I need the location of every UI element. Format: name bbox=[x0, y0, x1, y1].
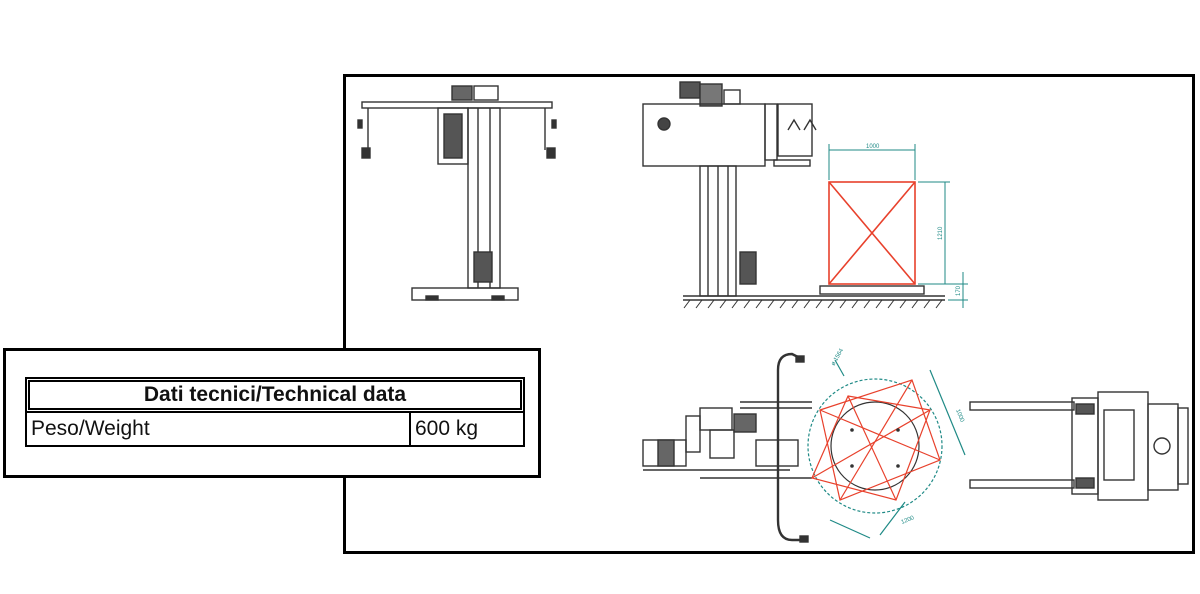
side-view bbox=[642, 81, 945, 309]
dim-pallet-side-b: 1200 bbox=[901, 515, 916, 526]
dim-pallet-width: 1000 bbox=[866, 144, 880, 150]
dim-diagonal: ø 1564 bbox=[831, 347, 846, 367]
table-header: Dati tecnici/Technical data bbox=[25, 377, 525, 413]
top-view bbox=[642, 352, 812, 543]
technical-data-table: Dati tecnici/Technical data Peso/Weight … bbox=[25, 377, 525, 447]
technical-data-box: Dati tecnici/Technical data Peso/Weight … bbox=[3, 348, 541, 478]
table-row: Peso/Weight 600 kg bbox=[25, 411, 525, 447]
dim-pallet-side-a: 1000 bbox=[954, 409, 965, 424]
row-value-weight: 600 kg bbox=[409, 411, 525, 447]
dim-base-height: 170 bbox=[956, 285, 962, 296]
pallet-load-side bbox=[828, 181, 916, 285]
table-header-row: Dati tecnici/Technical data bbox=[25, 377, 525, 413]
dim-pallet-height: 1210 bbox=[938, 226, 944, 240]
row-label-weight: Peso/Weight bbox=[25, 411, 411, 447]
forklift bbox=[969, 391, 1189, 501]
front-view bbox=[357, 85, 557, 301]
turntable bbox=[807, 359, 966, 539]
side-dimensions bbox=[828, 144, 968, 308]
